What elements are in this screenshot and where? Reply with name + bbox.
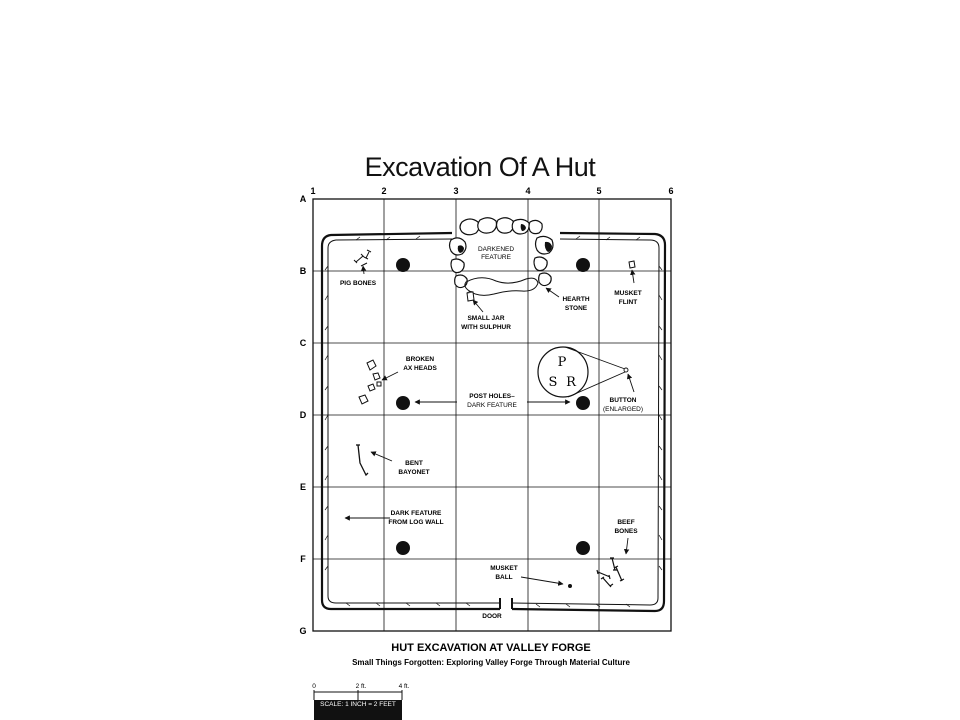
arrow-bent-bayonet xyxy=(370,451,393,462)
arrow-hearth xyxy=(545,287,560,298)
fireplace-stones xyxy=(448,217,554,289)
arrow-button xyxy=(626,373,635,393)
grid-horizontal-lines xyxy=(313,270,671,560)
label-musket-ball-2: BALL xyxy=(495,574,512,581)
button-letter-p: P xyxy=(558,355,567,370)
post-hole-f5 xyxy=(576,541,590,555)
label-darkened-feature-2: FEATURE xyxy=(481,254,512,261)
button-enlarged-circle xyxy=(537,346,589,398)
label-dark-log-2: FROM LOG WALL xyxy=(388,519,443,526)
button-callout-line-bottom xyxy=(567,371,626,398)
post-hole-d2 xyxy=(396,396,410,410)
label-hearth-2: STONE xyxy=(565,305,588,312)
row-label-a: A xyxy=(300,194,307,204)
label-bent-bayonet-1: BENT xyxy=(405,460,423,467)
darkened-feature-outline xyxy=(464,277,539,296)
row-label-f: F xyxy=(300,554,306,564)
label-musket-flint-1: MUSKET xyxy=(614,290,641,297)
label-small-jar-2: WITH SULPHUR xyxy=(461,324,511,331)
label-post-holes-2: DARK FEATURE xyxy=(467,402,517,409)
button-letter-r: R xyxy=(566,375,577,390)
label-musket-flint-2: FLINT xyxy=(619,299,637,306)
small-jar-icon xyxy=(466,291,475,302)
hut-wall xyxy=(320,231,667,613)
caption-title: HUT EXCAVATION AT VALLEY FORGE xyxy=(391,642,590,654)
column-label-6: 6 xyxy=(668,186,673,196)
label-darkened-feature-1: DARKENED xyxy=(478,246,514,253)
label-arrows xyxy=(344,265,636,586)
column-label-4: 4 xyxy=(525,186,530,196)
musket-ball-icon xyxy=(568,584,572,588)
column-label-1: 1 xyxy=(310,186,315,196)
post-hole-b2 xyxy=(396,258,410,272)
bayonet-icon xyxy=(356,444,369,477)
row-label-b: B xyxy=(300,266,307,276)
ax-heads-icon xyxy=(358,359,382,405)
post-hole-b5 xyxy=(576,258,590,272)
button-small-icon xyxy=(623,367,629,373)
row-label-e: E xyxy=(300,482,306,492)
scale-tick-0: 0 xyxy=(312,683,316,690)
label-broken-ax-1: BROKEN xyxy=(406,356,434,363)
fireplace-stone-shading xyxy=(457,224,552,253)
button-letter-s: S xyxy=(549,375,558,390)
arrow-broken-ax xyxy=(381,371,399,381)
label-button-2: (ENLARGED) xyxy=(603,406,643,413)
beef-bones-icon xyxy=(596,557,625,588)
label-musket-ball-1: MUSKET xyxy=(490,565,517,572)
caption-subtitle: Small Things Forgotten: Exploring Valley… xyxy=(352,658,630,667)
button-callout-line-top xyxy=(564,346,626,370)
label-beef-bones-1: BEEF xyxy=(617,519,634,526)
musket-flint-icon xyxy=(628,260,636,269)
label-door: DOOR xyxy=(482,613,502,620)
scale-tick-2: 2 ft. xyxy=(356,683,367,690)
diagram-title: Excavation Of A Hut xyxy=(364,152,596,182)
arrow-beef-bones xyxy=(623,537,630,555)
post-hole-f2 xyxy=(396,541,410,555)
label-small-jar-1: SMALL JAR xyxy=(467,315,504,322)
column-label-2: 2 xyxy=(381,186,386,196)
scale-bar: 0 2 ft. 4 ft. SCALE: 1 INCH = 2 FEET xyxy=(312,683,410,720)
arrow-small-jar xyxy=(472,299,484,313)
arrow-pig-bones xyxy=(360,265,367,275)
column-label-5: 5 xyxy=(596,186,601,196)
row-label-g: G xyxy=(299,626,306,636)
label-bent-bayonet-2: BAYONET xyxy=(398,469,429,476)
label-button-1: BUTTON xyxy=(610,397,637,404)
label-broken-ax-2: AX HEADS xyxy=(403,365,437,372)
label-hearth-1: HEARTH xyxy=(562,296,589,303)
label-dark-log-1: DARK FEATURE xyxy=(391,510,442,517)
label-beef-bones-2: BONES xyxy=(614,528,638,535)
arrow-musket-ball xyxy=(520,576,564,586)
label-pig-bones: PIG BONES xyxy=(340,280,377,287)
row-label-d: D xyxy=(300,410,307,420)
post-holes xyxy=(396,258,590,555)
row-label-c: C xyxy=(300,338,307,348)
label-post-holes-1: POST HOLES– xyxy=(469,393,515,400)
scale-tick-4: 4 ft. xyxy=(399,683,410,690)
arrow-musket-flint xyxy=(630,269,636,284)
scale-legend: SCALE: 1 INCH = 2 FEET xyxy=(320,701,396,708)
pig-bones-icon xyxy=(353,249,372,267)
column-label-3: 3 xyxy=(453,186,458,196)
post-hole-d5 xyxy=(576,396,590,410)
